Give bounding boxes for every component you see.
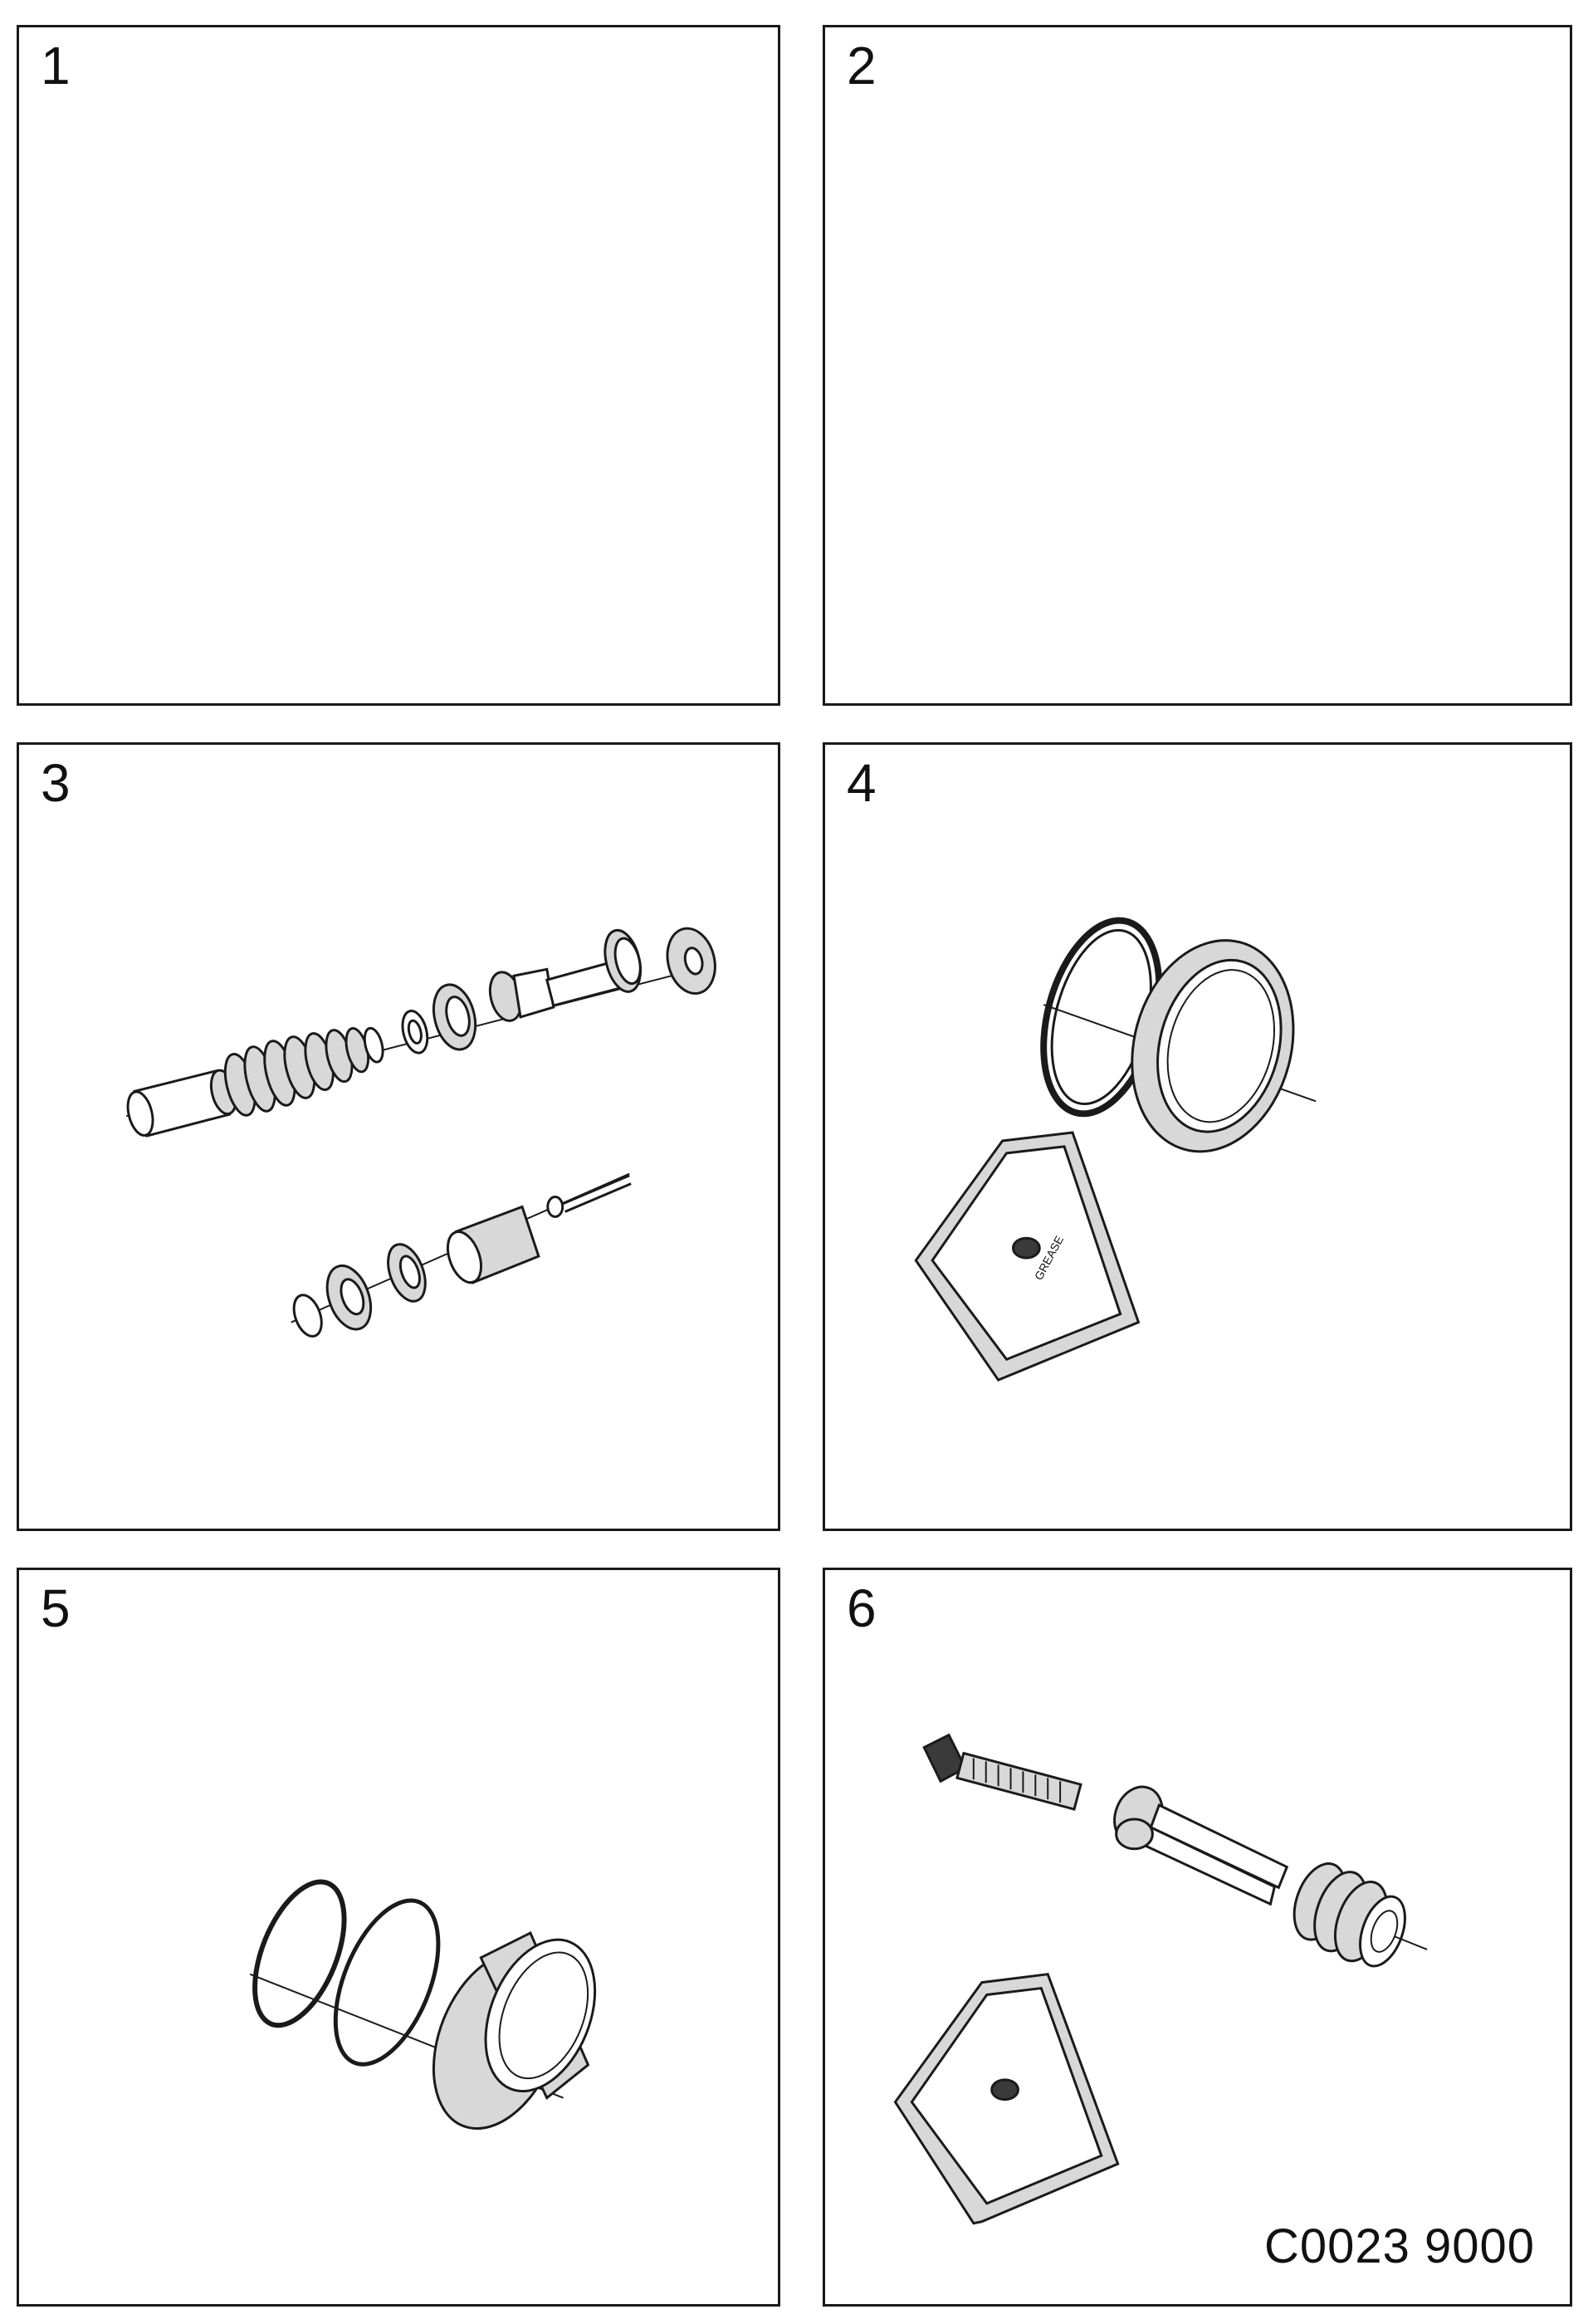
seal-icon (432, 983, 477, 1051)
spring-icon (223, 1026, 384, 1117)
panel-3: 3 (17, 742, 780, 1531)
o-ring-icon (333, 1898, 441, 2067)
guide-pin-kit-drawing (893, 1733, 1428, 2225)
washer-icon (666, 927, 716, 996)
panel-number: 4 (847, 753, 877, 813)
ring-kit-drawing (249, 1879, 597, 2131)
bolt-icon (922, 1733, 1082, 1811)
panel-number: 6 (847, 1578, 877, 1638)
dust-seal-icon (1131, 939, 1295, 1153)
drawing-code: C0023 9000 (1263, 2219, 1535, 2273)
panel-5: 5 (17, 1568, 780, 2307)
boot-icon (1292, 1862, 1428, 1968)
bush-lower-icon (446, 1205, 540, 1284)
guide-pin-icon (1113, 1785, 1289, 1906)
circlip-icon (401, 1010, 429, 1054)
bush-icon (432, 1930, 597, 2131)
panel-number: 1 (41, 36, 71, 95)
pin-lower-icon (546, 1174, 632, 1218)
bearing-lower-icon (325, 1265, 373, 1331)
sleeve-icon (126, 1069, 237, 1138)
grease-pack-icon: GREASE (914, 1131, 1141, 1382)
panel-2: 2 (823, 25, 1572, 706)
panel-4: 4 GREASE (823, 742, 1572, 1531)
panel-number: 5 (41, 1578, 71, 1638)
seal-kit-drawing: GREASE (914, 917, 1317, 1382)
snap-ring-icon (252, 1879, 347, 2028)
piston-icon (488, 928, 643, 1022)
grease-pack-icon (893, 1973, 1120, 2225)
panel-number: 3 (41, 753, 71, 813)
ring-lower-icon (387, 1243, 427, 1303)
panel-1: 1 (17, 25, 780, 706)
panel-number: 2 (847, 36, 877, 95)
circlip-lower-icon (292, 1294, 323, 1338)
panel-6: 6 C0023 9000 (823, 1568, 1572, 2307)
piston-assembly-drawing (125, 927, 716, 1338)
